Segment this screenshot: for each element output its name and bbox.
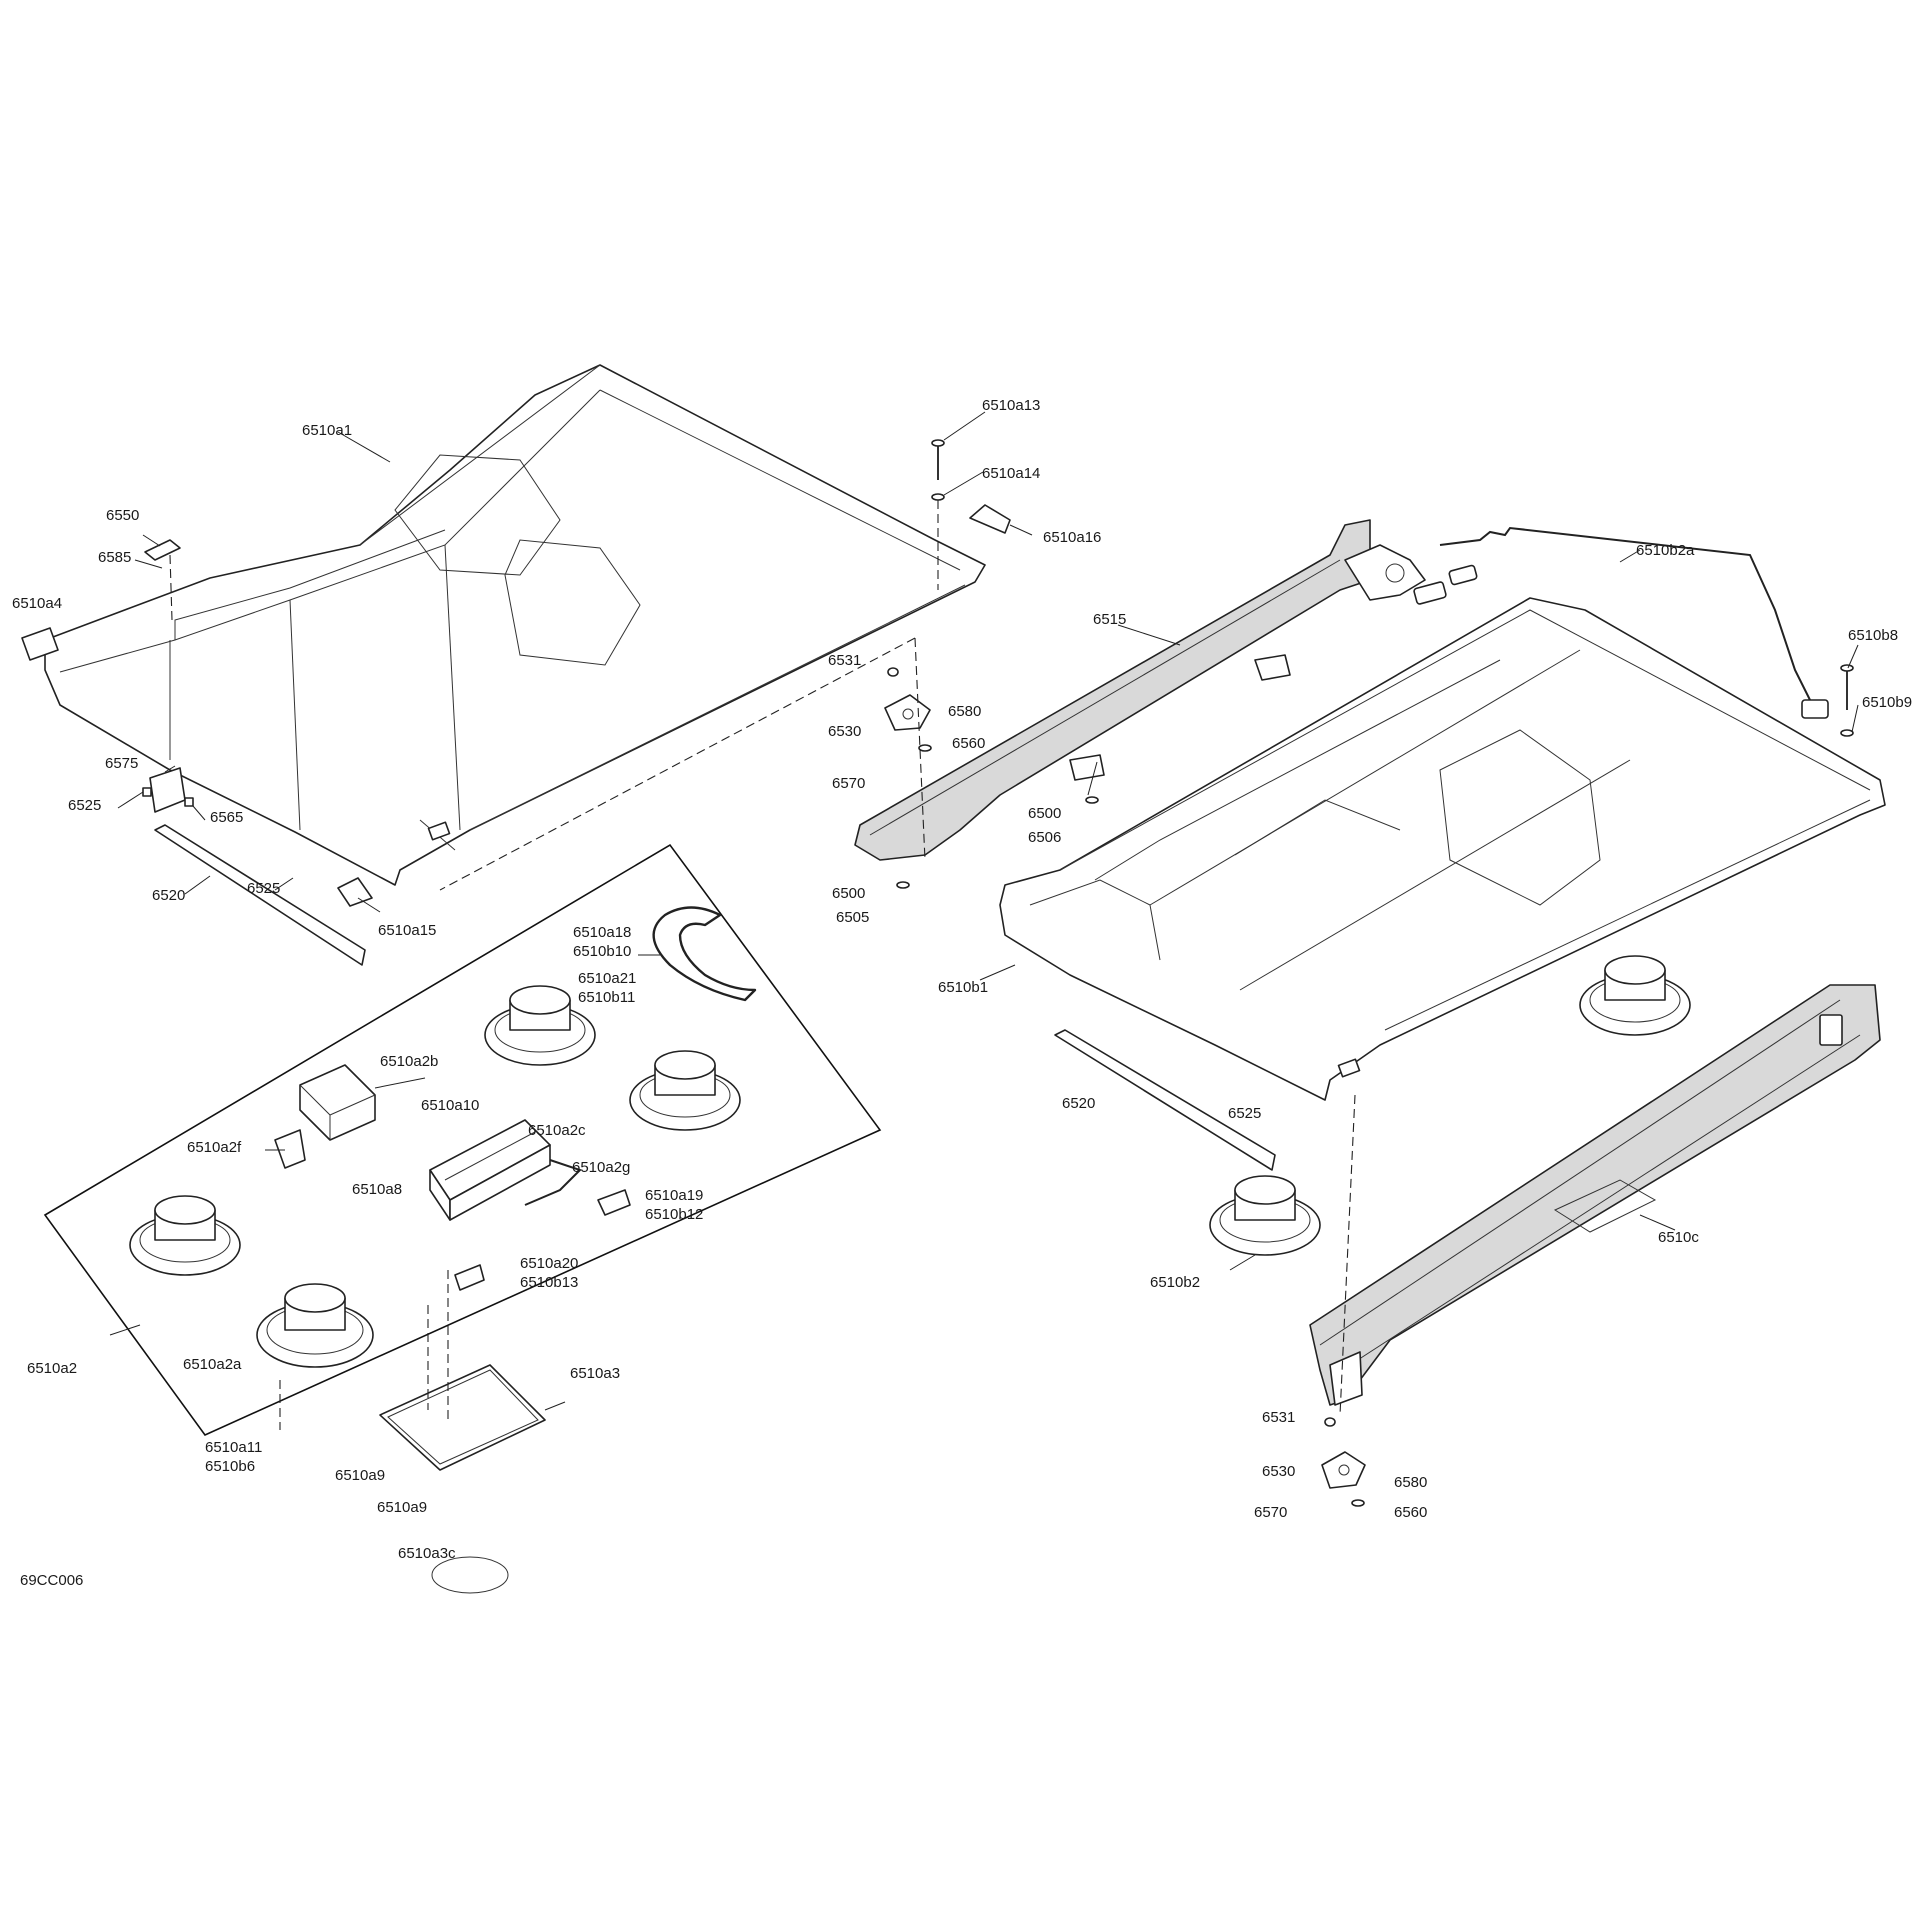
- part-label[interactable]: 6530: [1262, 1463, 1295, 1480]
- part-label[interactable]: 6531: [1262, 1409, 1295, 1426]
- part-label[interactable]: 6510a2g: [572, 1159, 630, 1176]
- front-header-rail[interactable]: [854, 519, 1426, 861]
- speaker-rear-upper[interactable]: [1579, 955, 1691, 1036]
- part-label[interactable]: 6510a2c: [528, 1122, 586, 1139]
- part-label[interactable]: 6510b12: [645, 1206, 703, 1223]
- part-label[interactable]: 6506: [1028, 829, 1061, 846]
- part-label[interactable]: 6510b1: [938, 979, 988, 996]
- leader-lines: [109, 411, 1859, 1411]
- part-label[interactable]: 6510a20: [520, 1255, 578, 1272]
- part-label[interactable]: 6510a15: [378, 922, 436, 939]
- washers: [887, 493, 1854, 1507]
- part-label[interactable]: 6510a2: [27, 1360, 77, 1377]
- part-label[interactable]: 6515: [1093, 611, 1126, 628]
- part-label[interactable]: 6580: [948, 703, 981, 720]
- part-label[interactable]: 6510b2: [1150, 1274, 1200, 1291]
- part-label[interactable]: 6570: [1254, 1504, 1287, 1521]
- part-label[interactable]: 6500: [832, 885, 865, 902]
- part-label[interactable]: 6575: [105, 755, 138, 772]
- bracket-a19[interactable]: [597, 1189, 631, 1216]
- part-label[interactable]: 6510b13: [520, 1274, 578, 1291]
- part-label[interactable]: 6510a1: [302, 422, 352, 439]
- part-label[interactable]: 6560: [952, 735, 985, 752]
- bracket-a20[interactable]: [454, 1264, 485, 1291]
- part-label[interactable]: 6510a3c: [398, 1545, 456, 1562]
- part-label[interactable]: 6510a19: [645, 1187, 703, 1204]
- roof-panel-front[interactable]: [44, 364, 986, 886]
- part-label[interactable]: 6510b9: [1862, 694, 1912, 711]
- figure-reference: 69CC006: [20, 1572, 83, 1589]
- part-label[interactable]: 6510a2b: [380, 1053, 438, 1070]
- mounting-plate[interactable]: [379, 1364, 546, 1471]
- part-label[interactable]: 6585: [98, 549, 131, 566]
- weather-strip-rear[interactable]: [1054, 1029, 1276, 1171]
- part-label[interactable]: 6510c: [1658, 1229, 1699, 1246]
- part-label[interactable]: 6531: [828, 652, 861, 669]
- part-label[interactable]: 6510a11: [205, 1439, 262, 1456]
- speaker-bottom[interactable]: [256, 1283, 374, 1368]
- rear-header-rail[interactable]: [1309, 984, 1881, 1406]
- part-label[interactable]: 6520: [152, 887, 185, 904]
- part-label[interactable]: 6525: [247, 880, 280, 897]
- part-label[interactable]: 6525: [1228, 1105, 1261, 1122]
- part-label[interactable]: 6510a16: [1043, 529, 1101, 546]
- part-labels: 6510a1 6510a13 6510a14 6510a16 6550 6585…: [12, 397, 1912, 1562]
- part-label[interactable]: 6550: [106, 507, 139, 524]
- pad-a15[interactable]: [337, 877, 373, 907]
- hinge-bracket-upper[interactable]: [884, 694, 931, 731]
- bolt-b8[interactable]: [1840, 664, 1854, 710]
- part-label[interactable]: 6510a9: [377, 1499, 427, 1516]
- part-label[interactable]: 6510b8: [1848, 627, 1898, 644]
- decal-a3c[interactable]: [431, 1556, 509, 1594]
- part-label[interactable]: 6560: [1394, 1504, 1427, 1521]
- speaker-ring[interactable]: [652, 906, 757, 1002]
- latch-assembly[interactable]: [142, 767, 194, 813]
- control-module[interactable]: [299, 1064, 376, 1141]
- weather-strip-front[interactable]: [154, 824, 366, 966]
- part-label[interactable]: 6510a9: [335, 1467, 385, 1484]
- part-label[interactable]: 6565: [210, 809, 243, 826]
- speaker-left[interactable]: [129, 1195, 241, 1276]
- part-label[interactable]: 6570: [832, 775, 865, 792]
- part-label[interactable]: 6580: [1394, 1474, 1427, 1491]
- bracket-6550[interactable]: [144, 539, 181, 561]
- part-label[interactable]: 6505: [836, 909, 869, 926]
- block-6510a4[interactable]: [21, 627, 59, 661]
- part-label[interactable]: 6510a3: [570, 1365, 620, 1382]
- part-label[interactable]: 6510b10: [573, 943, 631, 960]
- part-label[interactable]: 6510b11: [578, 989, 635, 1006]
- part-label[interactable]: 6510b6: [205, 1458, 255, 1475]
- part-label[interactable]: 6510a13: [982, 397, 1040, 414]
- wire-harness[interactable]: [1413, 526, 1829, 719]
- part-label[interactable]: 6510a4: [12, 595, 62, 612]
- pad-a16[interactable]: [969, 504, 1011, 534]
- assembly-lines: [169, 500, 1356, 1430]
- part-label[interactable]: 6510a8: [352, 1181, 402, 1198]
- part-label[interactable]: 6510b2a: [1636, 542, 1695, 559]
- amplifier[interactable]: [429, 1119, 582, 1221]
- part-label[interactable]: 6500: [1028, 805, 1061, 822]
- connector-a2f[interactable]: [274, 1129, 306, 1169]
- speaker-rear-lower[interactable]: [1209, 1175, 1321, 1256]
- roof-panel-rear[interactable]: [999, 597, 1886, 1101]
- part-label[interactable]: 6510a21: [578, 970, 636, 987]
- hinge-bracket-lower[interactable]: [1321, 1451, 1366, 1489]
- part-label[interactable]: 6510a14: [982, 465, 1040, 482]
- speaker-kit-frame: [43, 843, 882, 1436]
- part-label[interactable]: 6510a2f: [187, 1139, 242, 1156]
- part-label[interactable]: 6510a2a: [183, 1356, 242, 1373]
- part-label[interactable]: 6520: [1062, 1095, 1095, 1112]
- speaker-mid-right[interactable]: [629, 1050, 741, 1131]
- part-label[interactable]: 6525: [68, 797, 101, 814]
- part-label[interactable]: 6510a10: [421, 1097, 479, 1114]
- bolt-a13[interactable]: [931, 439, 945, 480]
- speaker-top[interactable]: [484, 985, 596, 1066]
- part-label[interactable]: 6510a18: [573, 924, 631, 941]
- part-label[interactable]: 6530: [828, 723, 861, 740]
